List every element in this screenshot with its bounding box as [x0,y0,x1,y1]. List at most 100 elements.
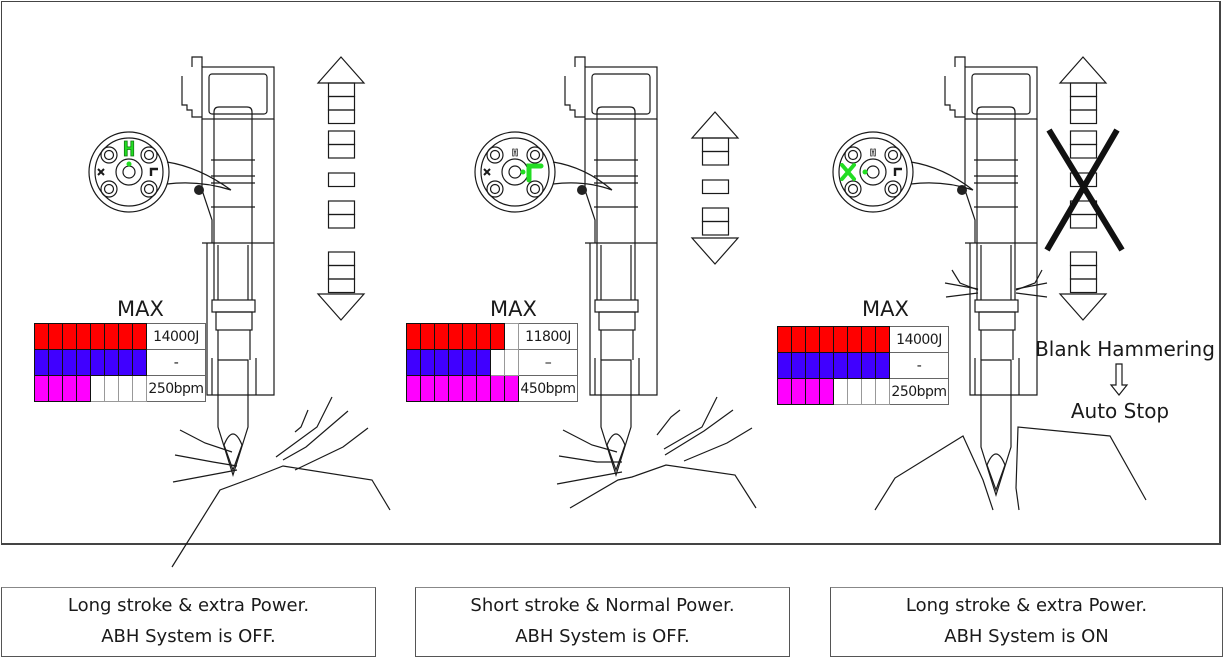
meter-segment [462,375,477,402]
dial-ring [480,137,550,207]
mode-l-mark [893,167,902,176]
meter-segment [791,378,806,405]
meter-segment [847,378,862,405]
arrow-shaft-segment [1069,130,1098,146]
dial-bolt-hole [847,149,859,161]
meter-segment [406,349,421,376]
dial-center [122,165,136,179]
lower-housing [206,243,275,396]
dial-bolt [844,146,862,164]
mode-x-mark [97,168,105,176]
rock-surface [874,435,994,511]
meter-segment [777,326,792,353]
meter-segment [847,326,862,353]
dial-bolt [100,180,118,198]
meter-value-blank-hammer: – [518,349,578,376]
arrow-shaft-segment [701,220,730,236]
arrow-shaft-segment [701,179,730,195]
dial-bolt [526,146,544,164]
arrow-up-head [690,111,740,139]
meter-segment [434,349,449,376]
meter-segment [833,352,848,379]
meter-value-blow-frequency: 250bpm [889,378,949,405]
meter-segment [406,323,421,350]
caption-line-1: Long stroke & extra Power. [67,595,310,616]
callout-lines [552,161,613,191]
mode-indicator-dot [520,169,526,175]
impact-spark [172,469,238,483]
meter-segment [420,349,435,376]
mode-h-mark: H [123,137,135,161]
inner-sleeve [980,245,1012,300]
meter-segment [420,375,435,402]
dial-bolt [526,180,544,198]
hydraulic-breaker [944,56,1038,498]
mode-selector-dial: H [88,131,170,213]
arrow-shaft-segment [327,213,356,229]
hydraulic-breaker [564,56,658,478]
head-block [964,66,1038,120]
holder-mid [215,311,253,331]
chisel-tip [223,433,243,472]
meter-segment [448,375,463,402]
meter-segment [462,323,477,350]
mode-indicator-dot [862,169,868,175]
impact-spark [558,455,622,463]
meter-title-1: MAX [117,297,164,321]
meter-segment [819,326,834,353]
holder-sides [211,330,257,395]
auto-stop-label: Auto Stop [1070,399,1170,423]
piston-rings [594,159,638,208]
meter-row-blow-frequency: 250bpm [34,375,206,402]
dial-bolt-hole [847,183,859,195]
head-inner [591,73,651,115]
mode-x-mark [840,163,856,181]
dial-bolt-hole [529,183,541,195]
dial-bolt-hole [887,183,899,195]
dial-bolt [884,180,902,198]
meter-segment [504,323,519,350]
rock-surface [569,464,757,509]
mode-indicator-dot [126,161,132,167]
dial-outer [474,131,556,213]
chisel [980,359,1012,498]
dial-center-ring [115,158,143,186]
meter-value-impact-energy: 14000J [146,323,206,350]
piston [213,106,253,300]
meter-segment [132,349,147,376]
meter-segment [833,378,848,405]
meter-segment [434,323,449,350]
inner-sleeve [600,245,632,300]
holder-mid [598,311,636,331]
mode-l-mark [149,167,158,176]
arrow-shaft-segment [327,109,356,125]
impact-spark [683,427,753,462]
arrow-shaft-segment [327,95,356,111]
meter-segment [118,349,133,376]
meter-value-blank-hammer: - [889,352,949,379]
dial-bolt [486,146,504,164]
meter-segment [819,378,834,405]
dial-bolt [100,146,118,164]
hydraulic-breaker [181,56,275,478]
impact-spark [944,282,979,290]
dial-center-ring [859,158,887,186]
caption-line-1: Long stroke & extra Power. [905,595,1148,616]
side-valve [181,56,203,118]
caption-box-3: Long stroke & extra Power. ABH System is… [830,587,1223,657]
cylinder-body [964,119,1038,244]
holder-sides [974,330,1020,395]
mode-h-mark: H [512,148,518,159]
arrow-shaft-segment [1069,143,1098,159]
impact-spark [663,396,718,450]
caption-line-2: ABH System is ON [944,626,1109,647]
arrow-shaft-segment [327,264,356,280]
arrow-shaft-segment [1069,95,1098,111]
holder-top [974,299,1019,313]
impact-spark [945,292,979,298]
meter-title-3: MAX [862,297,909,321]
dial-bolt-hole [489,149,501,161]
head-inner [971,73,1031,115]
piston-rings [974,159,1018,208]
cylinder-body [584,119,658,244]
